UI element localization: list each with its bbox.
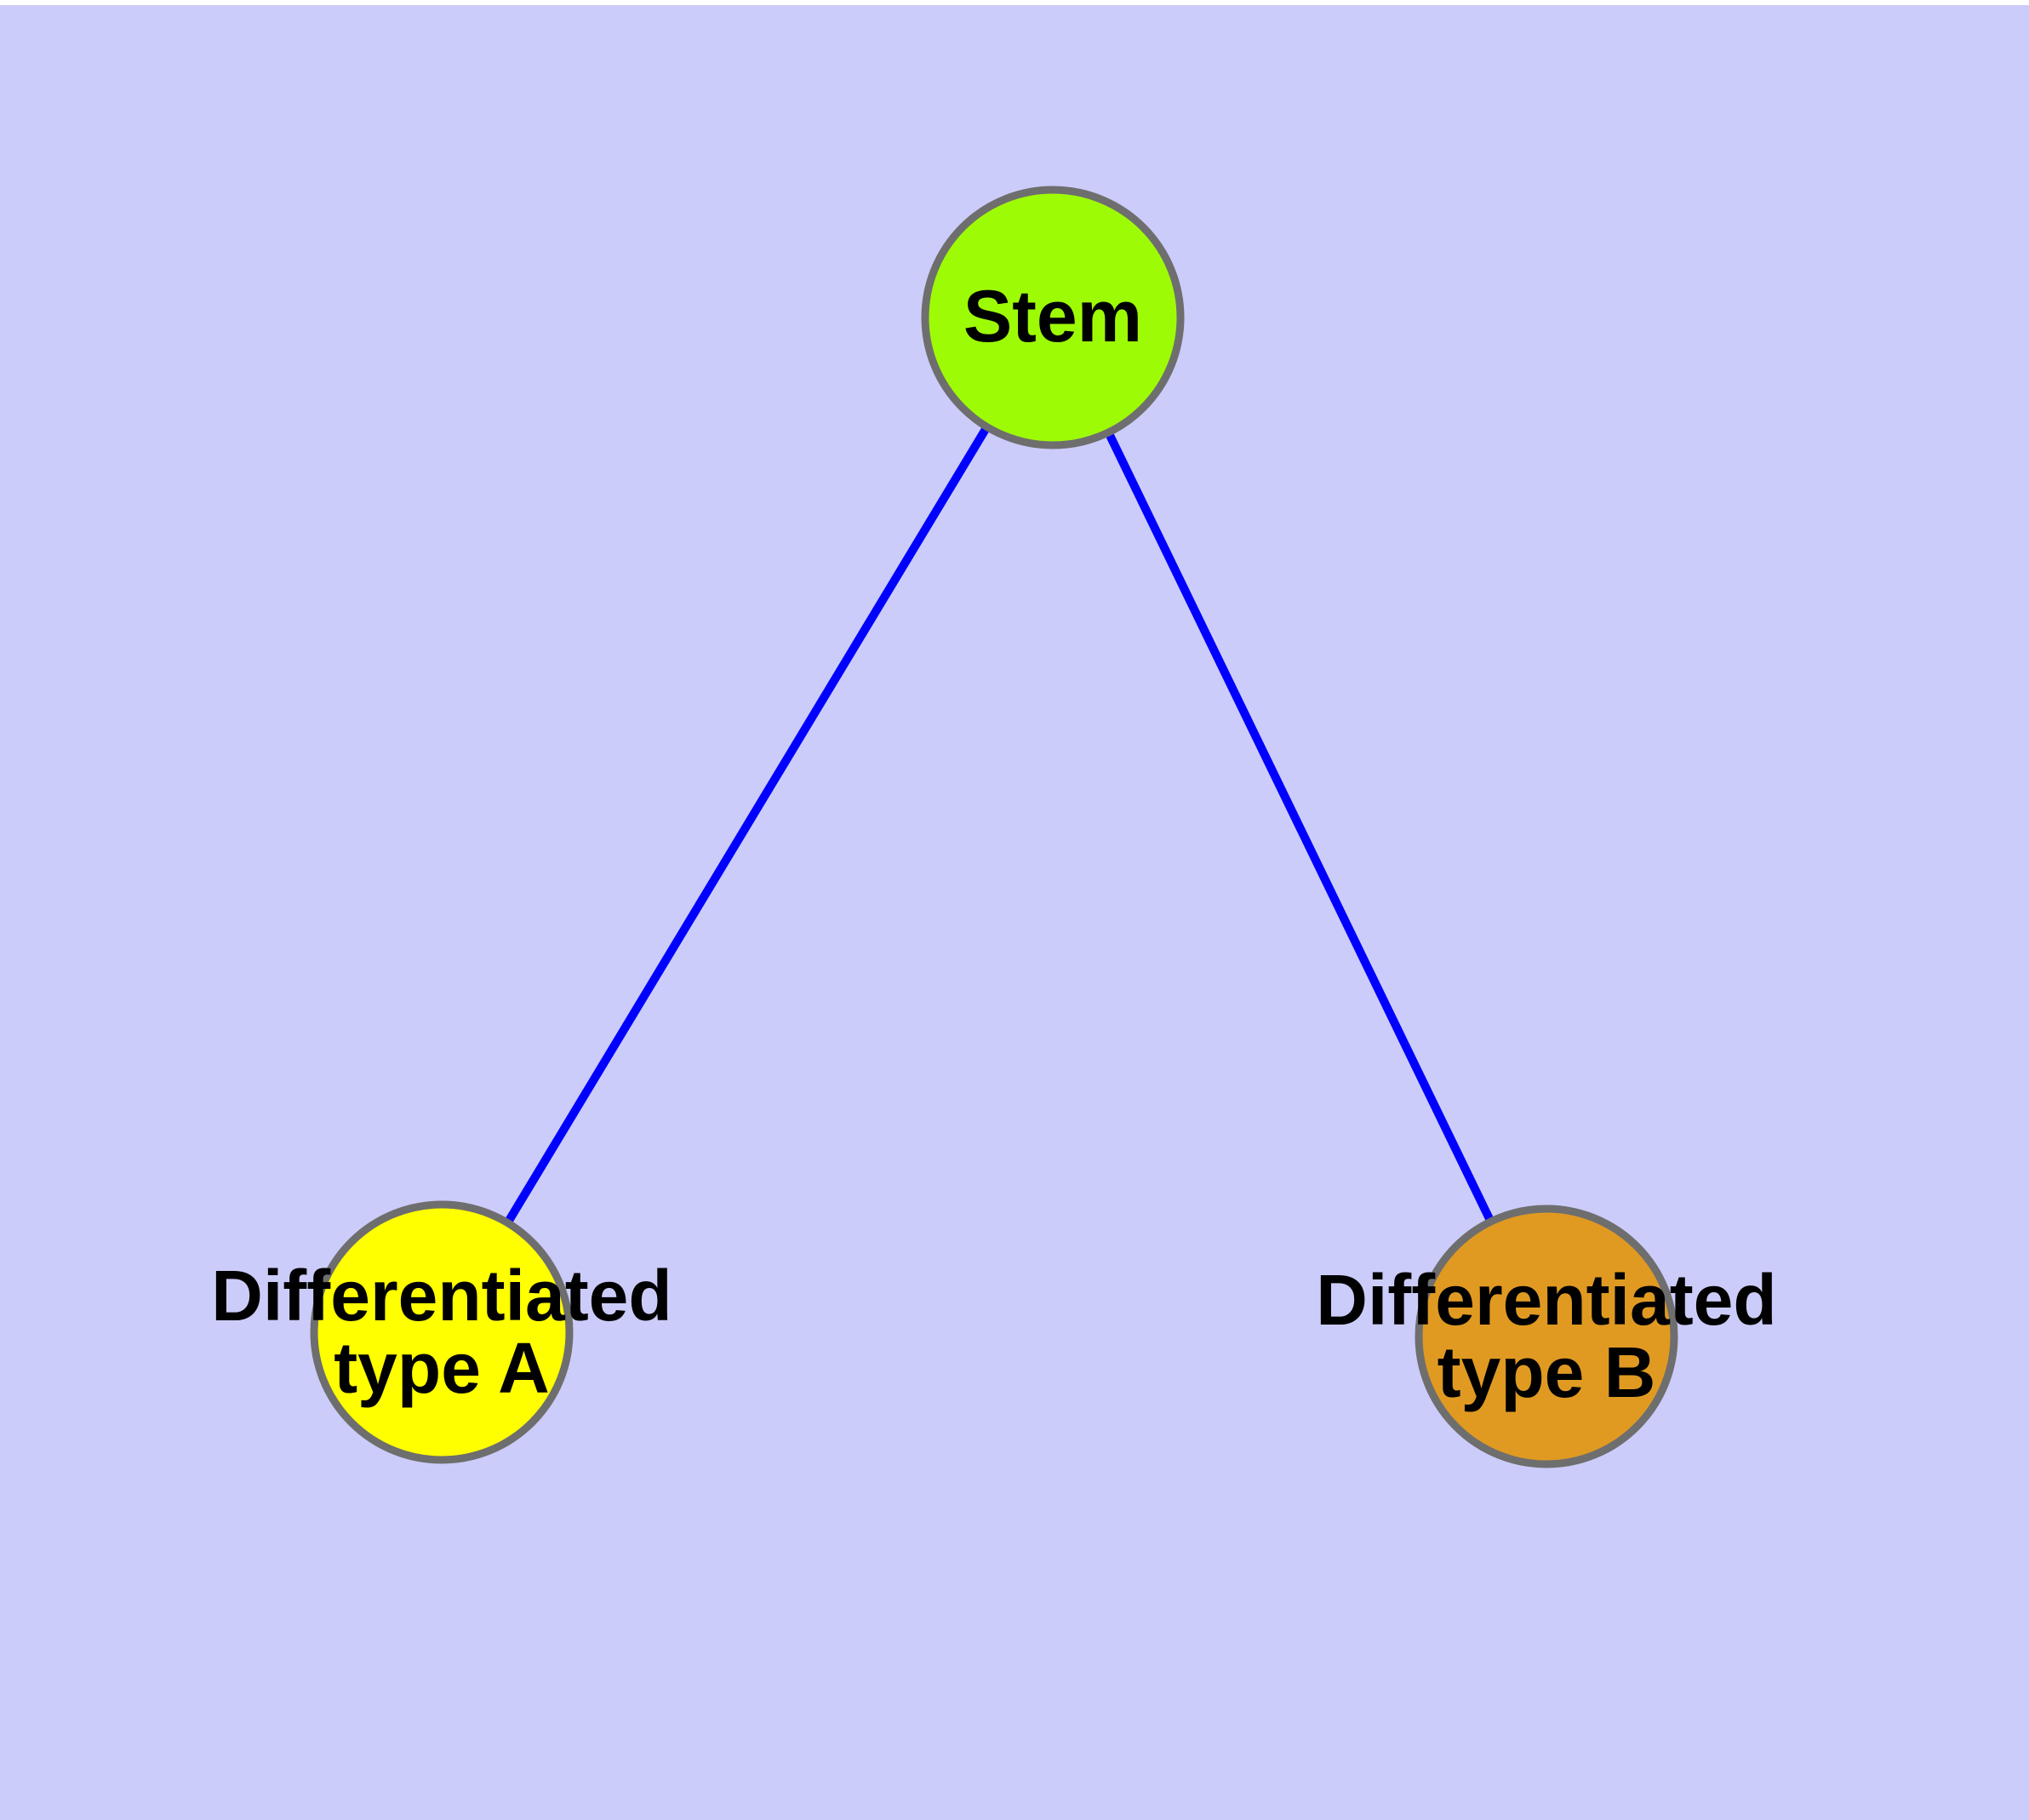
edges-layer xyxy=(505,426,1495,1224)
graph-edge-stem-to-a xyxy=(505,426,990,1224)
graph-edge-stem-to-b xyxy=(1105,432,1495,1222)
graph-node-diff_a[interactable] xyxy=(310,1200,574,1464)
graph-node-stem[interactable] xyxy=(921,186,1185,449)
nodes-layer xyxy=(310,186,1678,1468)
graph-node-diff_b[interactable] xyxy=(1415,1205,1678,1468)
